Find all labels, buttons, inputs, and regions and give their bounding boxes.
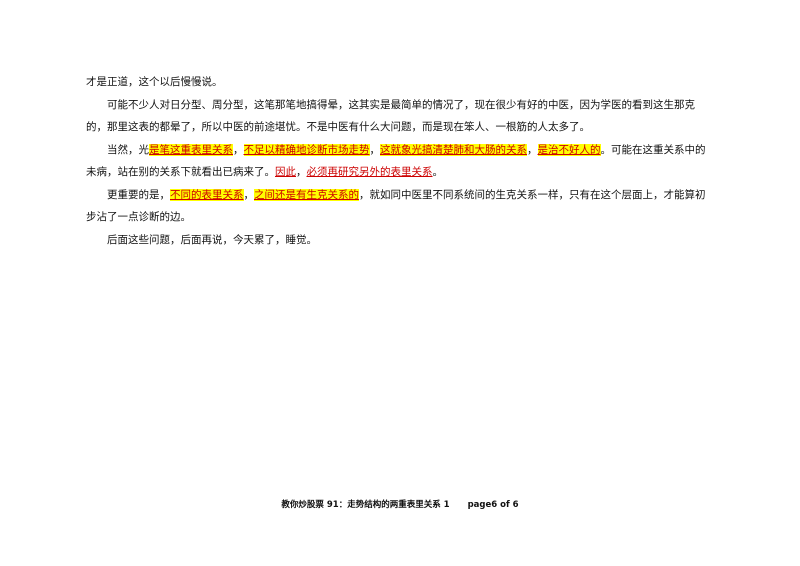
highlighted-phrase: 之间还是有生克关系的 xyxy=(254,189,359,201)
text-run: ， xyxy=(296,166,307,178)
text-run: ， xyxy=(233,144,244,156)
emphasized-phrase: 因此 xyxy=(275,166,296,178)
emphasized-phrase: 必须再研究另外的表里关系 xyxy=(306,166,433,178)
body-text: 才是正道，这个以后慢慢说。可能不少人对日分型、周分型，这笔那笔地搞得晕，这其实是… xyxy=(86,71,714,252)
paragraph: 当然，光是笔这重表里关系，不足以精确地诊断市场走势，这就象光搞清楚肺和大肠的关系… xyxy=(86,139,714,183)
text-run: ， xyxy=(243,189,255,201)
highlighted-phrase: 是笔这重表里关系 xyxy=(149,144,233,156)
highlighted-phrase: 不足以精确地诊断市场走势 xyxy=(243,144,370,156)
text-run: ， xyxy=(369,144,381,156)
text-run: 可能不少人对日分型、周分型，这笔那笔地搞得晕，这其实是最简单的情况了，现在很少有… xyxy=(86,99,695,133)
text-run: 。可能在这重关系中的未病，站在别的关系下就看出已病来了。 xyxy=(86,144,706,178)
footer-page-number: page6 of 6 xyxy=(467,500,519,510)
highlighted-phrase: 这就象光搞清楚肺和大肠的关系 xyxy=(380,144,527,156)
text-run: 当然，光 xyxy=(107,144,149,156)
text-run: 。 xyxy=(432,166,444,178)
text-run: ， xyxy=(527,144,538,156)
highlighted-phrase: 不同的表里关系 xyxy=(170,189,244,201)
paragraph: 更重要的是，不同的表里关系，之间还是有生克关系的，就如同中医里不同系统间的生克关… xyxy=(86,184,714,228)
paragraph: 才是正道，这个以后慢慢说。 xyxy=(86,71,714,93)
text-run: 才是正道，这个以后慢慢说。 xyxy=(86,76,223,88)
text-run: ，就如同中医里不同系统间的生克关系一样，只有在这个层面上，才能算初步沾了一点诊断… xyxy=(86,189,706,223)
highlighted-phrase: 是治不好人的 xyxy=(537,144,601,156)
page-footer: 教你炒股票 91：走势结构的两重表里关系 1 page6 of 6 xyxy=(0,498,800,510)
text-run: 更重要的是， xyxy=(107,189,170,201)
text-run: 后面这些问题，后面再说，今天累了，睡觉。 xyxy=(107,234,317,246)
paragraph: 可能不少人对日分型、周分型，这笔那笔地搞得晕，这其实是最简单的情况了，现在很少有… xyxy=(86,94,714,138)
paragraph: 后面这些问题，后面再说，今天累了，睡觉。 xyxy=(86,229,714,251)
footer-title: 教你炒股票 91：走势结构的两重表里关系 1 xyxy=(281,500,450,510)
